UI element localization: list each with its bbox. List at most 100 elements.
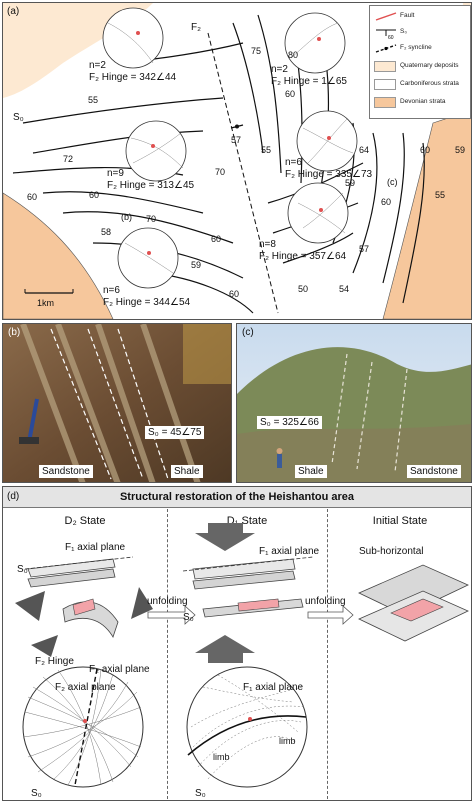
photo-c-left-label: Shale: [295, 465, 327, 478]
dip-value: 55: [261, 145, 272, 155]
d2-f2-axial-label: F₂ axial plane: [89, 664, 150, 675]
hinge-label: F₂ Hinge = 313∠45: [107, 180, 195, 191]
legend-quaternary: Quaternary deposits: [372, 60, 468, 74]
photo-panel-c: (c) S₀ = 325∠66 Shale Sandstone: [236, 323, 472, 483]
legend-syncline: F₂ syncline: [372, 42, 468, 56]
devonian-area-right: [382, 111, 471, 319]
stereonet-5: [287, 182, 349, 244]
stereonet-1: [102, 7, 164, 69]
hinge-n: n=9: [107, 168, 124, 179]
legend-s0: 60 S₀: [376, 28, 408, 40]
dip-value: 60: [211, 234, 222, 244]
dip-value: 59: [191, 260, 202, 270]
photo-c-right-label: Sandstone: [407, 465, 461, 478]
hinge-label: F₂ Hinge = 335∠73: [285, 169, 373, 180]
dip-value: 54: [339, 284, 350, 294]
hinge-label: F₂ Hinge = 1∠65: [271, 76, 347, 87]
restoration-panel: Structural restoration of the Heishantou…: [2, 486, 472, 801]
legend-devonian: Devonian strata: [372, 96, 468, 110]
d1-s0-net-label: S₀: [195, 788, 206, 799]
stress-arrow: [195, 523, 255, 551]
f2-trace-label: F₂: [191, 22, 201, 33]
dip-value: 70: [146, 214, 157, 224]
dip-value: 59: [345, 178, 356, 188]
restoration-svg: [15, 523, 469, 788]
dip-value: 60: [420, 145, 431, 155]
d1-f1-axial-label: F₁ axial plane: [259, 546, 320, 557]
stress-arrow: [131, 587, 153, 619]
dip-value: 60: [381, 197, 392, 207]
restoration-title: Structural restoration of the Heishantou…: [3, 487, 471, 508]
d2-stereonet: [22, 666, 144, 788]
legend-carboniferous: Carboniferous strata: [372, 78, 468, 92]
person-figure: [277, 454, 282, 468]
photo-b-s0-label: S₀ = 45∠75: [145, 426, 205, 439]
d1-fold-sketch: [182, 523, 314, 663]
stress-arrow: [31, 635, 58, 657]
dip-value: 57: [231, 135, 242, 145]
unfolding-arrow-1: [147, 605, 196, 625]
d1-limb-label: limb: [213, 752, 230, 762]
f2-axial-trace: [207, 32, 279, 314]
stereonet-6: [117, 227, 179, 289]
photo-b-right-label: Shale: [171, 465, 203, 478]
hinge-label: F₂ Hinge = 357∠64: [259, 251, 347, 262]
stress-arrow: [195, 635, 255, 663]
dip-value: 50: [298, 284, 309, 294]
dip-value: 60: [89, 190, 100, 200]
svg-text:60: 60: [388, 35, 394, 40]
geologic-map-panel: (a) F₂ S₀ 1km (b) (c) 55 72 60 58 70 60 …: [2, 2, 472, 320]
d2-s0-net-label: S₀: [31, 788, 42, 799]
dip-value: 70: [215, 167, 226, 177]
dip-value: 60: [27, 192, 38, 202]
photo-b-left-label: Sandstone: [39, 465, 93, 478]
d2-f1-axial-label: F₁ axial plane: [65, 542, 126, 553]
dip-value: 55: [435, 190, 446, 200]
hinge-label: F₂ Hinge = 342∠44: [89, 72, 177, 83]
s0-label: S₀: [13, 112, 24, 123]
dip-value: 80: [288, 50, 299, 60]
stress-arrow: [15, 591, 45, 621]
hammer-head: [19, 437, 39, 444]
d2-s0-label: S₀: [17, 564, 28, 575]
panel-b-letter: (b): [8, 327, 21, 338]
divider-2: [327, 509, 328, 799]
panel-a-letter: (a): [7, 6, 20, 17]
hinge-n: n=8: [259, 239, 276, 250]
scale-label: 1km: [37, 298, 55, 308]
dip-value: 60: [285, 89, 296, 99]
devonian-area-left: [3, 192, 114, 319]
unfolding-label-2: unfolding: [305, 596, 346, 607]
hinge-n: n=6: [285, 157, 302, 168]
dip-value: 72: [63, 154, 74, 164]
panel-d-letter: (d): [7, 491, 20, 502]
dip-value: 57: [359, 244, 370, 254]
photo-panel-b: (b) S₀ = 45∠75 Sandstone Shale: [2, 323, 232, 483]
syncline-symbol: [230, 124, 244, 129]
d2-hinge-label: F₂ Hinge: [35, 656, 74, 667]
legend-fault: Fault: [372, 10, 468, 24]
divider-1: [167, 509, 168, 799]
d2-f2-axial-net-label: F₂ axial plane: [55, 682, 116, 693]
unfolding-label-1: unfolding: [147, 596, 188, 607]
d2-fold-sketch: [15, 556, 153, 657]
site-c-marker: (c): [387, 177, 398, 187]
stereonet-2: [284, 12, 346, 74]
photo-c-s0-label: S₀ = 325∠66: [257, 416, 322, 429]
dip-value: 60: [229, 289, 240, 299]
photo-c: [237, 324, 471, 482]
hinge-n: n=2: [89, 60, 106, 71]
dip-value: 59: [455, 145, 466, 155]
d1-f1-axial-net-label: F₁ axial plane: [243, 682, 304, 693]
stereonet-group: [102, 7, 358, 289]
panel-c-letter: (c): [242, 327, 254, 338]
dip-value: 55: [88, 95, 99, 105]
initial-sketch: [358, 564, 469, 642]
state-initial: Initial State: [372, 515, 428, 527]
hinge-n: n=2: [271, 64, 288, 75]
d1-s0-label: S₀: [183, 612, 194, 623]
state-d2: D₂ State: [64, 515, 106, 527]
dip-value: 58: [101, 227, 112, 237]
hinge-n: n=6: [103, 285, 120, 296]
photo-b: [3, 324, 231, 482]
